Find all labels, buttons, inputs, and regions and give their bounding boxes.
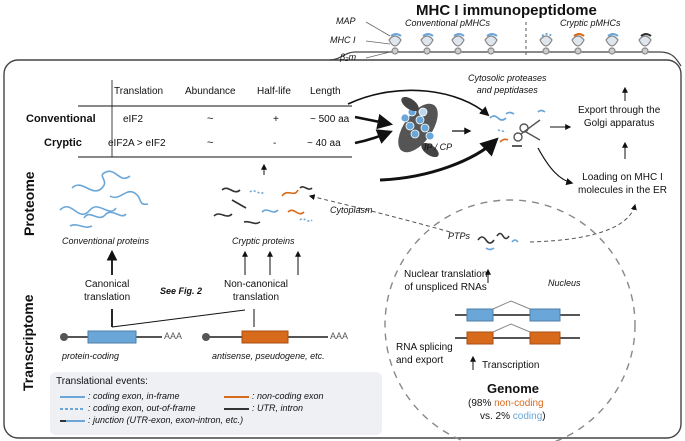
legend-item-utr-intron: : UTR, intron (252, 403, 304, 413)
table-header-halflife: Half-life (257, 86, 291, 97)
label-map: MAP (336, 16, 356, 26)
table-row-cryptic-abundance: ~ (207, 137, 214, 149)
cryptic-proteins-label: Cryptic proteins (232, 236, 295, 246)
table-header-length: Length (310, 86, 341, 97)
cytoplasm-label: Cytoplasm (330, 205, 373, 215)
table-row-conventional-name: Conventional (26, 113, 96, 125)
table-row-conventional-abundance: ~ (207, 113, 214, 125)
transcript-antisense (202, 330, 328, 344)
cell-frame (3, 59, 682, 439)
transcript-protein-coding (60, 330, 162, 344)
table-row-conventional-halflife: + (273, 114, 279, 125)
conventional-proteins-graphic (59, 170, 149, 228)
genome-line-2-suffix: ) (542, 411, 546, 422)
nucleus-label: Nucleus (548, 278, 581, 288)
export-golgi-label: Export through the Golgi apparatus (578, 105, 661, 129)
scissors-icon (513, 119, 541, 142)
section-proteome: Proteome (21, 171, 37, 236)
proteasome-graphic (398, 96, 439, 158)
legend-item-non-coding-exon: : non-coding exon (252, 391, 324, 401)
table-row-conventional-length: ~ 500 aa (310, 114, 350, 125)
table-row-cryptic-halflife: - (273, 138, 277, 149)
genome-title: Genome (487, 381, 540, 396)
legend-box (50, 372, 382, 435)
conventional-proteins-label: Conventional proteins (62, 236, 150, 246)
rna-splicing-label: RNA splicing and export (396, 342, 453, 366)
loading-er-label: Loading on MHC I molecules in the ER (578, 172, 667, 196)
table-row-cryptic-length: ~ 40 aa (307, 138, 341, 149)
cryptic-proteins-graphic (213, 186, 313, 225)
membrane (329, 51, 682, 67)
legend-item-junction: : junction (UTR-exon, exon-intron, etc.) (88, 415, 244, 425)
table-row-conventional-translation: eIF2 (123, 114, 144, 125)
section-transcriptome: Transcriptome (20, 294, 36, 391)
nuclear-transcripts (455, 300, 580, 345)
proteasome-label: IP / CP (424, 142, 453, 152)
see-fig-label: See Fig. 2 (160, 286, 203, 296)
label-b2m: β₂m (340, 52, 357, 62)
ptps-label: PTPs (448, 231, 471, 241)
genome-line-2-prefix: vs. 2% (480, 411, 513, 422)
nuclear-translation-label: Nuclear translation of unspliced RNAs (404, 269, 488, 293)
genome-line-1: (98% non-coding (468, 398, 544, 409)
table-header-translation: Translation (114, 86, 164, 97)
table-rules (78, 80, 352, 158)
genome-coding: coding (512, 411, 543, 422)
non-canonical-translation-label: Non-canonical translation (224, 279, 288, 303)
legend-title: Translational events: (56, 376, 148, 387)
poly-a-label-1: AAA (164, 331, 183, 341)
poly-a-label-2: AAA (330, 331, 349, 341)
label-mhc-i: MHC I (330, 35, 356, 45)
legend-item-coding-in-frame: : coding exon, in-frame (88, 391, 180, 401)
cytosolic-proteases-label: Cytosolic proteases and peptidases (468, 73, 547, 95)
label-cryptic-pmhcs: Cryptic pMHCs (560, 18, 621, 28)
transcription-label: Transcription (482, 360, 540, 371)
pmhc-molecules (388, 33, 652, 55)
canonical-translation-label: Canonical translation (84, 279, 131, 303)
label-conventional-pmhcs: Conventional pMHCs (405, 18, 491, 28)
nucleus-outline (384, 199, 636, 441)
genome-line-1-prefix: (98% (468, 398, 495, 409)
table-header-abundance: Abundance (185, 86, 236, 97)
table-row-cryptic-translation: eIF2A > eIF2 (108, 138, 166, 149)
protein-coding-label: protein-coding (62, 351, 120, 361)
legend-item-coding-out-of-frame: : coding exon, out-of-frame (88, 403, 196, 413)
genome-noncoding: non-coding (494, 398, 544, 409)
antisense-label: antisense, pseudogene, etc. (212, 351, 325, 361)
table-row-cryptic-name: Cryptic (44, 137, 82, 149)
genome-line-2: vs. 2% coding) (480, 411, 546, 422)
page-title: MHC I immunopeptidome (416, 2, 597, 19)
